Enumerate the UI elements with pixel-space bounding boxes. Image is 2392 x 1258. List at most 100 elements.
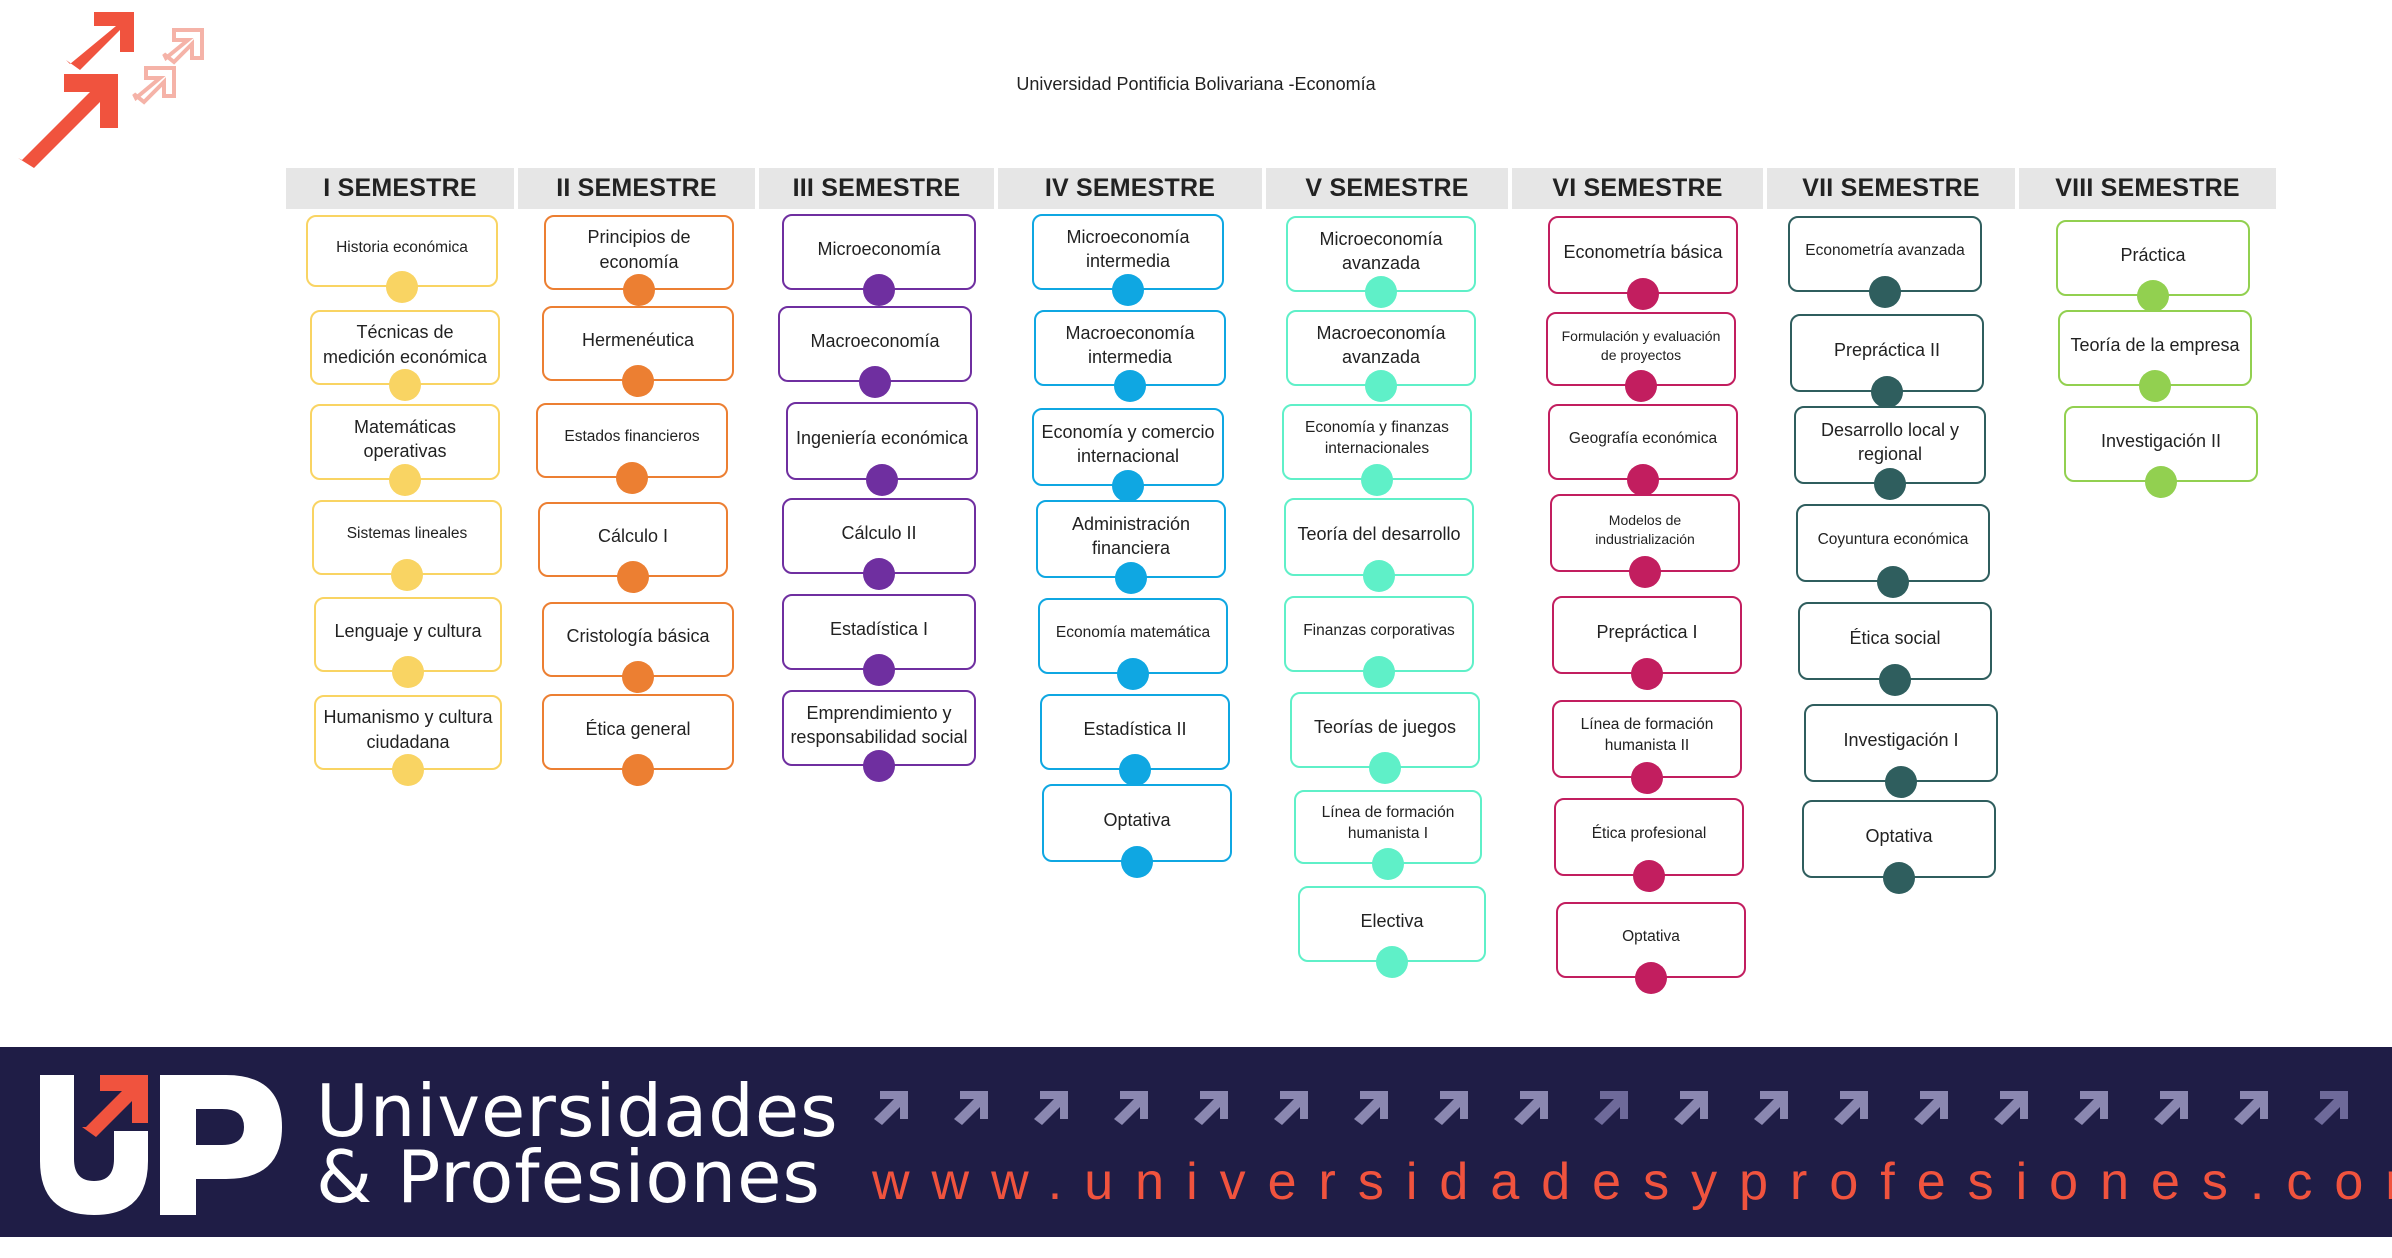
course-label: Ingeniería económica <box>795 427 969 448</box>
course-node <box>1629 556 1661 588</box>
course-label: Estados financieros <box>564 428 700 446</box>
course-node <box>622 661 654 693</box>
course-etica-general: Ética general <box>542 694 734 786</box>
course-node <box>1631 762 1663 794</box>
course-label: Técnicas de medición económica <box>322 322 488 367</box>
course-label: Econometría avanzada <box>1805 241 1965 259</box>
course-micro-avanzada: Microeconomía avanzada <box>1286 216 1476 308</box>
course-optativa-vii: Optativa <box>1802 800 1996 894</box>
course-node <box>1883 862 1915 894</box>
website-url-link[interactable]: www.universidadesyprofesiones.com <box>872 1153 2392 1211</box>
course-label: Geografía económica <box>1568 429 1718 447</box>
course-macro-avanzada: Macroeconomía avanzada <box>1286 310 1476 402</box>
brand-arrows-logo <box>18 12 204 168</box>
course-estadistica-ii: Estadística II <box>1040 694 1230 786</box>
decorative-arrow-icon <box>2314 1091 2348 1125</box>
course-label: Economía y comercio internacional <box>1041 421 1215 466</box>
decorative-arrow-icon <box>1274 1091 1308 1125</box>
semester-header-8: VIII SEMESTRE <box>2019 168 2276 209</box>
decorative-arrow-icon <box>1034 1091 1068 1125</box>
course-label: Estadística I <box>829 618 929 639</box>
course-node <box>1112 470 1144 502</box>
course-label: Modelos de industrialización <box>1595 512 1695 547</box>
course-label: Investigación II <box>2100 430 2222 451</box>
course-node <box>1115 562 1147 594</box>
course-label: Ética social <box>1849 627 1941 648</box>
course-microeconomia: Microeconomía <box>782 214 976 306</box>
course-node <box>1627 278 1659 310</box>
course-node <box>1363 656 1395 688</box>
course-node <box>1372 848 1404 880</box>
course-economia-comercio: Economía y comercio internacional <box>1032 408 1224 502</box>
semester-header-band: I SEMESTRE II SEMESTRE III SEMESTRE IV S… <box>286 168 2276 209</box>
course-coyuntura-economica: Coyuntura económica <box>1796 504 1990 598</box>
course-finanzas-corporativas: Finanzas corporativas <box>1284 596 1474 688</box>
course-macroeconomia: Macroeconomía <box>778 306 972 398</box>
course-label: Ética profesional <box>1591 824 1707 842</box>
decorative-arrow-icon <box>2074 1091 2108 1125</box>
course-node <box>622 754 654 786</box>
course-label: Emprendimiento y responsabilidad social <box>790 702 968 747</box>
decorative-arrow-icon <box>1594 1091 1628 1125</box>
course-node <box>1365 370 1397 402</box>
course-historia-economica: Historia económica <box>306 215 498 303</box>
course-etica-social: Ética social <box>1798 602 1992 696</box>
course-node <box>1363 560 1395 592</box>
course-node <box>1361 464 1393 496</box>
course-node <box>2137 280 2169 312</box>
course-label: Teoría de la empresa <box>2070 334 2240 355</box>
decorative-arrow-icon <box>2234 1091 2268 1125</box>
decorative-arrow-icon <box>874 1091 908 1125</box>
brand-name-line2: & Profesiones <box>316 1135 821 1219</box>
course-label: Estadística II <box>1083 718 1187 739</box>
course-hermeneutica: Hermenéutica <box>542 306 734 397</box>
course-node <box>1633 860 1665 892</box>
course-desarrollo-local: Desarrollo local y regional <box>1794 406 1986 500</box>
course-econometria-basica: Econometría básica <box>1548 216 1738 310</box>
course-label: Optativa <box>1622 927 1680 945</box>
decorative-arrows-row <box>874 1091 2348 1125</box>
course-node <box>1117 658 1149 690</box>
course-node <box>1869 276 1901 308</box>
course-cristologia-basica: Cristología básica <box>542 602 734 693</box>
course-etica-profesional: Ética profesional <box>1554 798 1744 892</box>
course-geografia-economica: Geografía económica <box>1548 404 1738 496</box>
course-label: Macroeconomía avanzada <box>1316 322 1446 367</box>
course-label: Economía y finanzas internacionales <box>1305 419 1449 457</box>
course-label: Microeconomía <box>817 238 941 259</box>
decorative-arrow-icon <box>1194 1091 1228 1125</box>
semester-header-1: I SEMESTRE <box>286 168 518 209</box>
course-node <box>617 561 649 593</box>
course-macro-intermedia: Macroeconomía intermedia <box>1034 310 1226 402</box>
course-modelos-industrializacion: Modelos de industrialización <box>1550 494 1740 588</box>
course-node <box>622 365 654 397</box>
course-node <box>2139 370 2171 402</box>
course-prepractica-i: Prepráctica I <box>1552 596 1742 690</box>
course-node <box>1877 566 1909 598</box>
up-logo-icon <box>40 1075 282 1215</box>
course-label: Optativa <box>1103 809 1171 830</box>
course-label: Investigación I <box>1843 729 1959 750</box>
course-node <box>1635 962 1667 994</box>
course-label: Principios de economía <box>587 227 691 272</box>
course-econometria-avanzada: Econometría avanzada <box>1788 216 1982 308</box>
course-label: Microeconomía intermedia <box>1066 226 1190 271</box>
course-label: Finanzas corporativas <box>1303 621 1455 639</box>
course-lenguaje-cultura: Lenguaje y cultura <box>314 597 502 688</box>
course-economia-finanzas: Economía y finanzas internacionales <box>1282 404 1472 496</box>
course-teorias-juegos: Teorías de juegos <box>1290 692 1480 784</box>
course-node <box>392 656 424 688</box>
course-label: Línea de formación humanista I <box>1321 804 1455 842</box>
course-formulacion-proyectos: Formulación y evaluación de proyectos <box>1546 312 1736 402</box>
course-teoria-desarrollo: Teoría del desarrollo <box>1284 498 1474 592</box>
course-node <box>863 274 895 306</box>
course-practica: Práctica <box>2056 220 2250 312</box>
course-node <box>1369 752 1401 784</box>
course-estados-financieros: Estados financieros <box>536 403 728 494</box>
course-node <box>1631 658 1663 690</box>
course-node <box>1879 664 1911 696</box>
course-node <box>623 274 655 306</box>
course-label: Humanismo y cultura ciudadana <box>323 707 493 752</box>
decorative-arrow-icon <box>1434 1091 1468 1125</box>
decorative-arrow-icon <box>1114 1091 1148 1125</box>
